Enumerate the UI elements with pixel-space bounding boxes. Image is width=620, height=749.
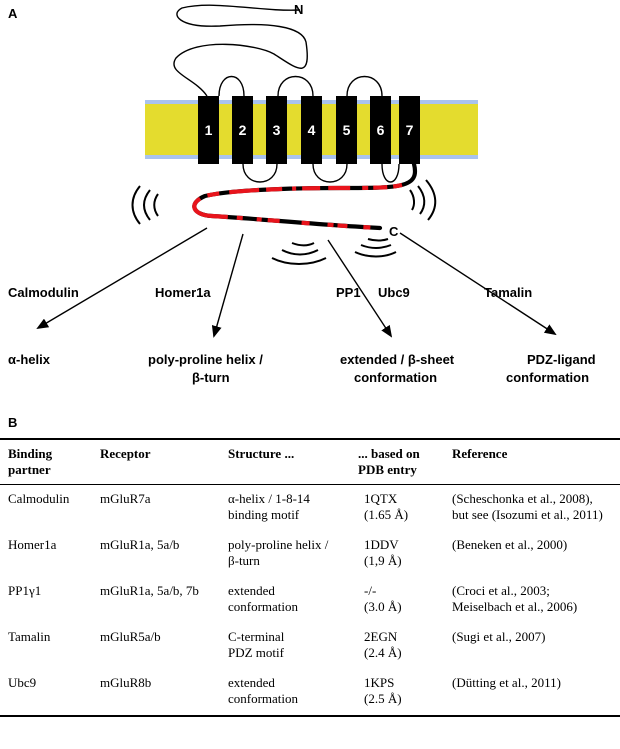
n-terminus-label: N: [294, 2, 303, 17]
extracellular-loop-2: [277, 75, 314, 97]
helix-2: [232, 96, 253, 164]
table-row: Homer1a mGluR1a, 5a/b poly-proline helix /…: [0, 531, 620, 577]
header-structure: Structure ...: [228, 446, 295, 461]
flexibility-marks: [131, 179, 437, 265]
cell-partner: PP1γ1: [8, 583, 42, 598]
transmembrane-helices: 1 2 3 4 5 6 7: [198, 96, 420, 164]
structure-tamalin-line1: PDZ-ligand: [527, 352, 596, 367]
cell-reference: (Beneken et al., 2000): [452, 537, 568, 552]
cell-pdb: 1QTX(1.65 Å): [364, 491, 409, 522]
c-terminus-label: C: [389, 224, 399, 239]
binding-arrows: [36, 227, 557, 338]
arrow-pp1-ubc9: [327, 239, 393, 338]
cell-receptor: mGluR5a/b: [100, 629, 161, 644]
binder-pp1: PP1: [336, 285, 361, 300]
panel-a-label: A: [8, 6, 18, 21]
cell-pdb: 1DDV(1,9 Å): [364, 537, 402, 568]
structure-calmodulin: α-helix: [8, 352, 51, 367]
flex-arc-left-outer: [131, 185, 141, 225]
cell-reference: (Croci et al., 2003;Meiselbach et al., 2…: [452, 583, 578, 614]
helix-4: [301, 96, 322, 164]
structure-pp1-line1: extended / β-sheet: [340, 352, 455, 367]
intracellular-loop-2: [312, 163, 348, 183]
cell-reference: (Scheschonka et al., 2008),but see (Isoz…: [452, 491, 603, 522]
helix-label-6: 6: [377, 122, 385, 138]
helix-loops: [218, 75, 400, 183]
extracellular-loop-3: [346, 75, 383, 97]
panel-b-label: B: [8, 415, 18, 430]
helix-label-4: 4: [308, 122, 316, 138]
arrow-homer1a: [211, 233, 244, 338]
header-reference: Reference: [452, 446, 508, 461]
cell-reference: (Sugi et al., 2007): [452, 629, 546, 644]
binder-tamalin: Tamalin: [484, 285, 532, 300]
binder-calmodulin: Calmodulin: [8, 285, 79, 300]
flex-arc-right-outer: [425, 179, 437, 221]
helix-7: [399, 96, 420, 164]
cell-receptor: mGluR1a, 5a/b: [100, 537, 180, 552]
cell-partner: Tamalin: [8, 629, 51, 644]
helix-label-3: 3: [273, 122, 281, 138]
structure-homer1a-line2: β-turn: [192, 370, 230, 385]
structure-tamalin-line2: conformation: [506, 370, 589, 385]
helix-label-1: 1: [205, 122, 213, 138]
extracellular-loop-1: [218, 76, 245, 97]
cell-pdb: 1KPS(2.5 Å): [364, 675, 402, 706]
helix-6: [370, 96, 391, 164]
cell-partner: Homer1a: [8, 537, 57, 552]
structure-pp1-line2: conformation: [354, 370, 437, 385]
helix-label-5: 5: [343, 122, 351, 138]
cell-receptor: mGluR7a: [100, 491, 151, 506]
header-receptor: Receptor: [100, 446, 151, 461]
cell-partner: Ubc9: [8, 675, 37, 690]
cell-pdb: -/-(3.0 Å): [364, 583, 402, 614]
helix-1: [198, 96, 219, 164]
helix-label-2: 2: [239, 122, 247, 138]
helix-label-7: 7: [406, 122, 414, 138]
arrow-tamalin: [399, 232, 557, 336]
flex-arc-bottom-right: [354, 251, 397, 258]
c-terminal-tail-dashes: [192, 163, 418, 231]
cell-structure: poly-proline helix /β-turn: [228, 537, 329, 568]
helix-5: [336, 96, 357, 164]
cell-reference: (Dütting et al., 2011): [452, 675, 561, 690]
cell-receptor: mGluR1a, 5a/b, 7b: [100, 583, 199, 598]
binder-homer1a: Homer1a: [155, 285, 211, 300]
intracellular-loop-3: [381, 163, 400, 183]
structure-homer1a-line1: poly-proline helix /: [148, 352, 263, 367]
binder-ubc9: Ubc9: [378, 285, 410, 300]
arrow-calmodulin: [36, 227, 208, 330]
cell-receptor: mGluR8b: [100, 675, 152, 690]
helix-3: [266, 96, 287, 164]
n-terminal-loop: [173, 4, 308, 97]
flex-arc-bottom-mid: [271, 257, 327, 265]
cell-partner: Calmodulin: [8, 491, 70, 506]
intracellular-loop-1: [242, 163, 278, 183]
cell-pdb: 2EGN(2.4 Å): [364, 629, 402, 660]
